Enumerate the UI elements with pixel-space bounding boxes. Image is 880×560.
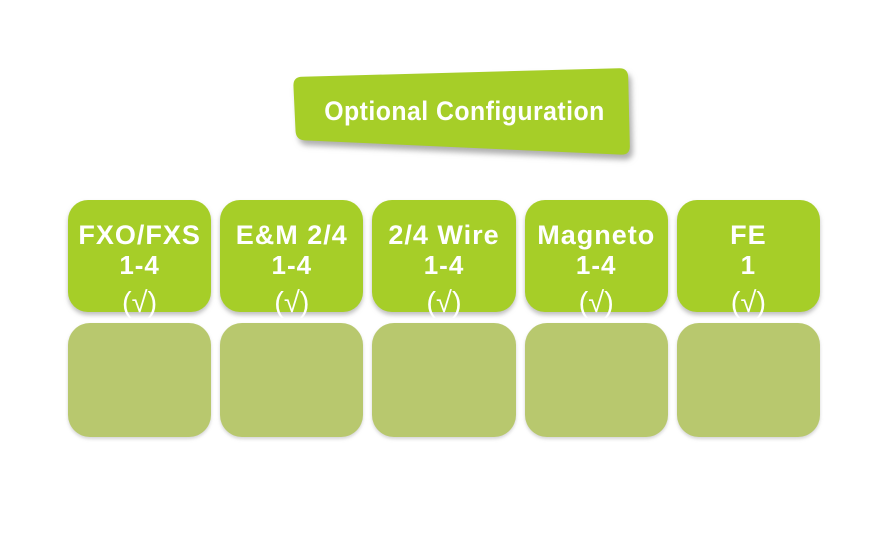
card-check-mark: (√) bbox=[578, 287, 614, 319]
card-range: 1-4 bbox=[119, 250, 160, 280]
banner-label: Optional Configuration bbox=[278, 55, 650, 167]
card-title: Magneto bbox=[537, 220, 656, 250]
card-title: E&M 2/4 bbox=[235, 220, 348, 250]
module-cards-row: FXO/FXS 1-4 (√) E&M 2/4 1-4 (√) 2/4 Wire… bbox=[68, 200, 821, 319]
card-check-mark: (√) bbox=[730, 287, 767, 319]
card-2-4-wire: 2/4 Wire 1-4 (√) bbox=[372, 200, 516, 319]
placeholder-slot bbox=[372, 323, 516, 437]
card-range: 1-4 bbox=[423, 250, 465, 280]
placeholder-slot bbox=[524, 323, 668, 437]
banner-shape bbox=[293, 68, 630, 155]
placeholder-slot bbox=[220, 323, 364, 437]
card-title: 2/4 Wire bbox=[388, 220, 500, 250]
placeholder-slot bbox=[68, 323, 212, 437]
card-fe: FE 1 (√) bbox=[676, 200, 821, 319]
banner-label-text: Optional Configuration bbox=[323, 95, 605, 126]
card-check-mark: (√) bbox=[121, 287, 158, 319]
card-title: FE bbox=[730, 220, 767, 250]
card-check-mark: (√) bbox=[426, 287, 462, 319]
card-title: FXO/FXS bbox=[78, 220, 201, 250]
card-check-mark: (√) bbox=[274, 287, 310, 319]
placeholder-slot bbox=[676, 323, 821, 437]
card-magneto: Magneto 1-4 (√) bbox=[524, 200, 668, 319]
card-range: 1-4 bbox=[575, 250, 617, 280]
card-fxo-fxs: FXO/FXS 1-4 (√) bbox=[68, 200, 212, 319]
card-range: 1-4 bbox=[271, 250, 313, 280]
card-range: 1 bbox=[740, 250, 757, 280]
banner: Optional Configuration bbox=[278, 55, 650, 167]
placeholder-row bbox=[68, 323, 821, 437]
card-em-2-4: E&M 2/4 1-4 (√) bbox=[220, 200, 364, 319]
